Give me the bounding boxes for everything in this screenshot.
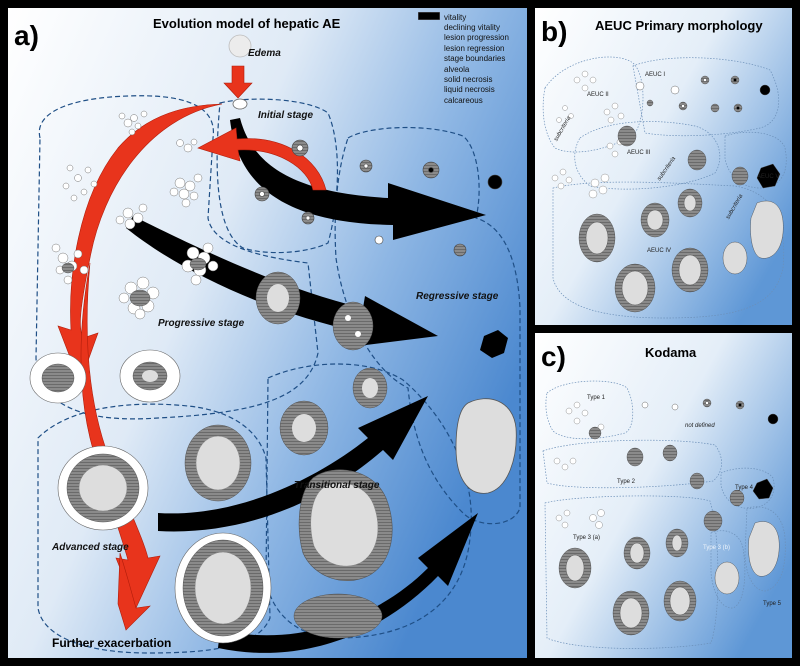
liquid-necrosis-large <box>455 398 517 494</box>
initial-alveola <box>232 98 248 110</box>
progressive-stage-label: Progressive stage <box>158 318 245 329</box>
aeuc-ii-label: AEUC II <box>587 92 609 98</box>
aeuc-v-label: AEUC V <box>757 174 780 180</box>
panel-c-label: c) <box>541 341 566 372</box>
aeuc-iii-label: AEUC III <box>627 150 651 156</box>
panel-c-canvas <box>535 333 792 658</box>
transitional-stage-label: Transitional stage <box>294 480 380 491</box>
advanced-left-lesions <box>29 349 272 644</box>
type-4-label: Type 4 <box>735 485 754 491</box>
legend-item-calcareous: calcareous <box>418 12 526 105</box>
type-3a-label: Type 3 (a) <box>573 535 601 541</box>
initial-lesions <box>254 139 503 257</box>
calcareous-large <box>480 330 508 358</box>
panel-b-title: AEUC Primary morphology <box>595 18 763 33</box>
type-5-label: Type 5 <box>763 601 782 607</box>
progressive-solid-cores <box>61 257 207 307</box>
edema-blob <box>228 34 252 58</box>
panel-a: a) Evolution model of hepatic AE Edema I… <box>8 8 527 658</box>
panel-c-title: Kodama <box>645 345 697 360</box>
advanced-stage-label: Advanced stage <box>52 542 129 553</box>
regressive-stage-label: Regressive stage <box>416 291 499 302</box>
panel-b: b) AEUC Primary morphology AEUC I AEUC I… <box>535 8 792 325</box>
regression-arrow-3 <box>158 396 428 532</box>
advanced-stage-boundary <box>37 403 271 654</box>
type-2-label: Type 2 <box>617 479 636 485</box>
panel-c: c) Kodama Type 1 Type 2 Type 3 (a) Type … <box>535 333 792 658</box>
regression-arrow-1 <box>230 118 486 240</box>
further-exacerbation-label: Further exacerbation <box>52 636 172 650</box>
progression-arrows <box>57 65 327 631</box>
panel-a-label: a) <box>14 20 39 51</box>
calcareous-swatch <box>418 12 440 104</box>
regressive-stage-boundary <box>334 126 521 525</box>
progression-arrow-initial <box>197 127 327 191</box>
aeuc-iv-label: AEUC IV <box>647 248 672 254</box>
calcareous-small <box>487 174 503 190</box>
initial-stage-label: Initial stage <box>258 110 314 121</box>
panel-a-title: Evolution model of hepatic AE <box>153 16 341 31</box>
initial-stage-boundary <box>216 98 339 254</box>
regressive-lesions <box>255 271 517 639</box>
aeuc-i-label: AEUC I <box>645 72 666 78</box>
panel-a-canvas <box>8 8 527 658</box>
type-1-label: Type 1 <box>587 395 606 401</box>
progressive-stage-boundary <box>35 95 319 420</box>
panel-b-label: b) <box>541 16 568 47</box>
progression-arrow-edema <box>223 65 253 99</box>
not-defined-label: not defined <box>685 423 715 429</box>
panel-b-canvas <box>535 8 792 325</box>
edema-label: Edema <box>248 48 281 59</box>
type-3b-label: Type 3 (b) <box>703 545 731 551</box>
legend: vitality declining vitality lesion progr… <box>418 12 526 106</box>
